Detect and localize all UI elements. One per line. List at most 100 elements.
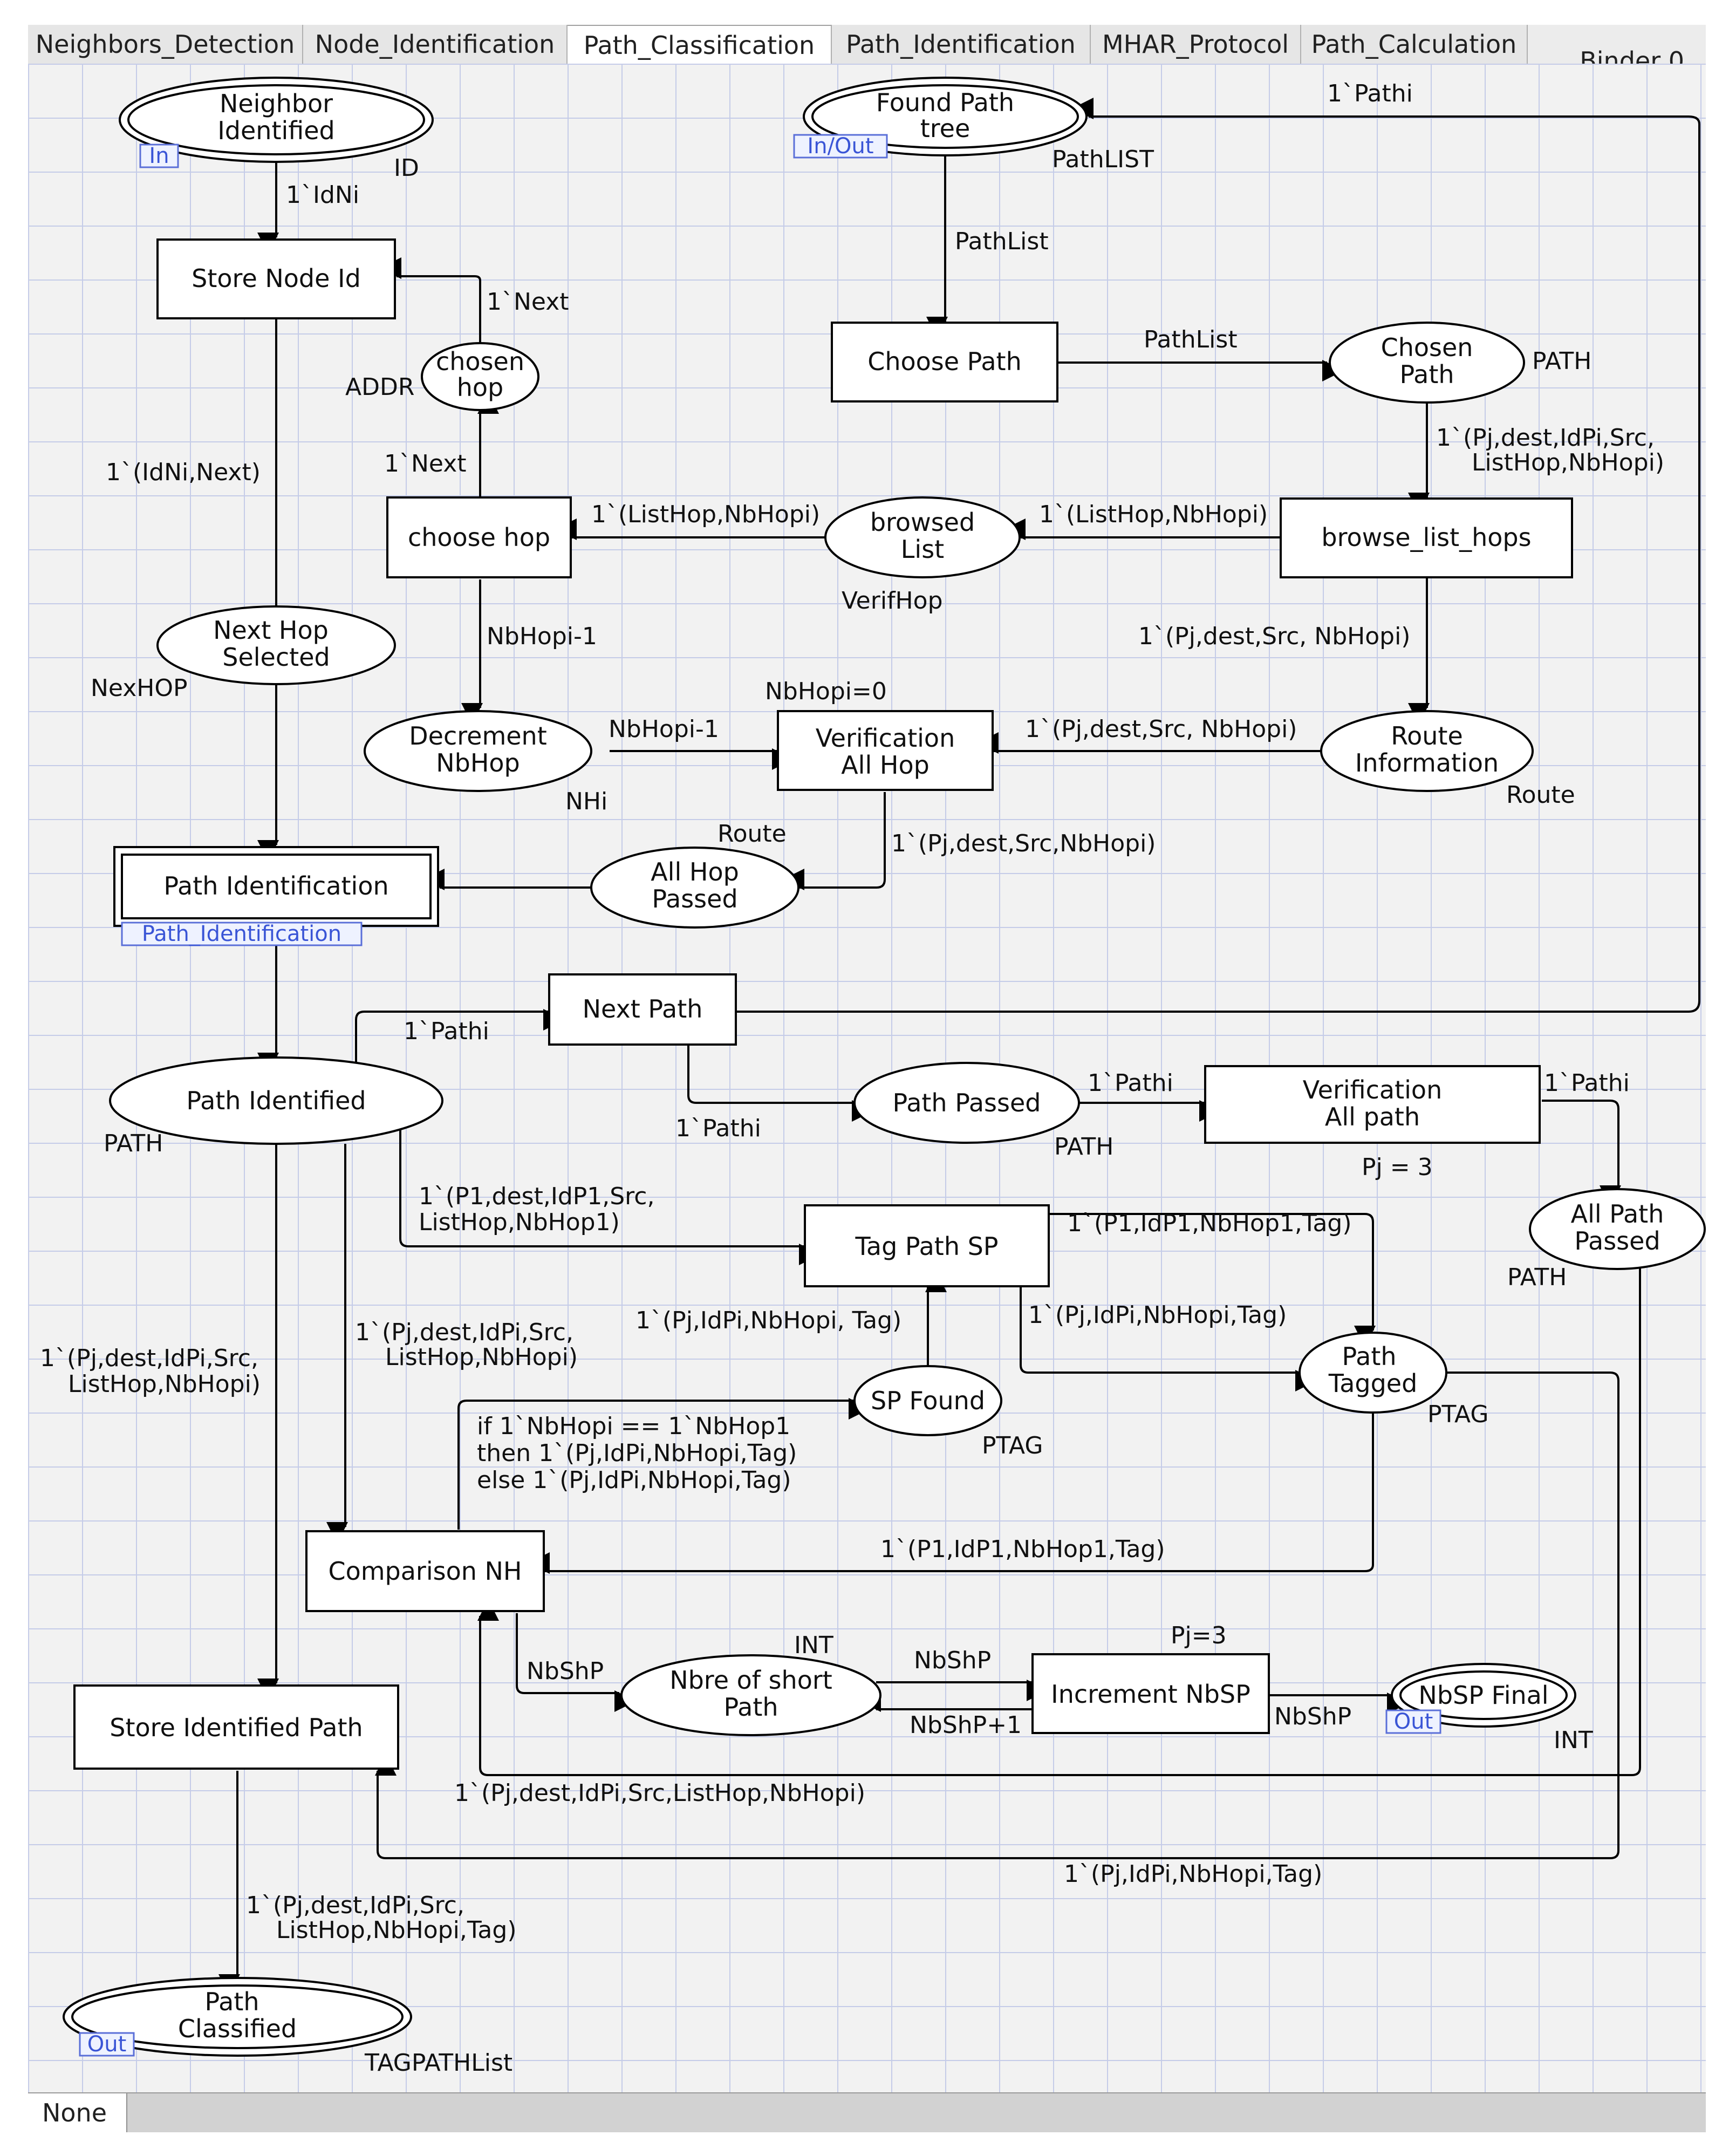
place-label-path-passed: Path Passed [893, 1088, 1041, 1117]
arc-tagsp-to-pathtagged-bottom [1020, 1287, 1317, 1391]
place-nbsp-final-inner [1399, 1670, 1568, 1720]
transition-next-path[interactable] [548, 973, 737, 1046]
colorset-tagpathlist: TAGPATHList [364, 2049, 512, 2077]
place-labels: Neighbor Identified Found Path tree chos… [178, 88, 1664, 2043]
arc-tagsp-to-pathtagged-top [1050, 1213, 1376, 1347]
transition-label-verification-all-hop-1: Verification [816, 724, 955, 753]
place-path-identified[interactable] [109, 1056, 443, 1145]
inscription-if-line-1: if 1`NbHopi == 1`NbHop1 [477, 1413, 790, 1440]
colorset-ptag-tagged: PTAG [1427, 1401, 1488, 1428]
transition-verification-all-path[interactable] [1204, 1065, 1541, 1144]
inscription-idni: 1`IdNi [286, 181, 359, 209]
transition-label-tag-path-sp: Tag Path SP [855, 1232, 998, 1261]
port-tag-nbsp-out: Out [1394, 1709, 1433, 1734]
transition-label-comparison-nh: Comparison NH [328, 1557, 522, 1586]
colorset-path-chosen: PATH [1532, 347, 1591, 375]
tab-path-identification[interactable]: Path_Identification [832, 25, 1091, 64]
place-label-chosen-path-2: Path [1399, 360, 1454, 389]
inscription-pathi-verif: 1`Pathi [1088, 1069, 1173, 1097]
page-tab-bar: Neighbors_Detection Node_Identification … [28, 25, 1706, 76]
arc-verifpath-to-allpath [1542, 1100, 1621, 1207]
transition-choose-hop[interactable] [386, 496, 572, 578]
place-chosen-hop[interactable] [421, 342, 539, 411]
place-label-all-hop-passed-1: All Hop [651, 857, 739, 886]
transition-label-next-path: Next Path [583, 994, 703, 1024]
place-next-hop-selected[interactable] [156, 605, 396, 685]
transition-path-identification[interactable] [113, 846, 439, 927]
tab-none[interactable]: None [28, 2093, 128, 2132]
port-tag-inout: In/Out [807, 134, 873, 159]
transition-choose-path[interactable] [831, 322, 1058, 402]
inscription-next-top: 1`Next [487, 288, 569, 316]
inscription-p1-dest-2: ListHop,NbHop1) [419, 1209, 620, 1236]
place-label-found-path-tree-2: tree [920, 114, 971, 143]
inscription-p1-dest-1: 1`(P1,dest,IdP1,Src, [419, 1183, 655, 1210]
transition-increment-nbsp[interactable] [1031, 1653, 1270, 1734]
port-tag-classified-out: Out [87, 2032, 127, 2057]
place-nbre-short-path[interactable] [620, 1654, 881, 1736]
place-chosen-path[interactable] [1329, 322, 1525, 404]
inscription-pj-dest-mid-2: ListHop,NbHopi) [385, 1343, 578, 1371]
colorset-pathlist: PathLIST [1052, 146, 1154, 173]
inscription-pathlist-1: PathList [955, 228, 1049, 255]
place-decrement-nbhop[interactable] [364, 710, 592, 792]
transition-browse-list-hops[interactable] [1280, 497, 1573, 578]
place-label-found-path-tree-1: Found Path [876, 88, 1014, 117]
place-path-tagged[interactable] [1299, 1332, 1447, 1414]
place-label-path-classified-1: Path [204, 1987, 259, 2016]
inscription-nbhopi-1-right: NbHopi-1 [609, 715, 719, 743]
place-label-path-identified: Path Identified [186, 1086, 366, 1115]
colorset-addr: ADDR [345, 373, 414, 401]
place-route-information[interactable] [1320, 710, 1534, 792]
transition-label-verification-all-hop-2: All Hop [841, 750, 930, 780]
transition-store-identified-path[interactable] [73, 1684, 399, 1770]
colorset-ptag-sp: PTAG [982, 1432, 1043, 1459]
arc-verifhop-to-allhop [783, 792, 886, 890]
place-label-browsed-list-2: List [901, 535, 944, 564]
transition-label-path-identification: Path Identification [163, 871, 388, 900]
place-sp-found[interactable] [853, 1365, 1002, 1436]
transition-store-node-id[interactable] [156, 238, 396, 319]
place-label-all-path-passed-2: Passed [1574, 1226, 1660, 1256]
place-browsed-list[interactable] [824, 496, 1021, 578]
colorset-nhi: NHi [565, 788, 607, 815]
place-label-route-information-1: Route [1391, 721, 1463, 750]
place-label-neighbor-identified-1: Neighbor [220, 89, 333, 118]
inscription-classified-1: 1`(Pj,dest,IdPi,Src, [246, 1892, 464, 1919]
place-label-path-tagged-2: Tagged [1328, 1369, 1418, 1398]
tab-neighbors-detection[interactable]: Neighbors_Detection [28, 25, 303, 64]
arcs [218, 98, 1700, 1996]
guard-verification-all-hop: NbHopi=0 [765, 678, 887, 705]
inscription-pathi-top: 1`Pathi [1327, 80, 1413, 107]
arc-allpath-to-comparison [477, 1268, 1641, 1776]
transition-comparison-nh[interactable] [305, 1530, 545, 1612]
place-all-hop-passed[interactable] [590, 847, 799, 929]
transition-tag-path-sp[interactable] [804, 1204, 1050, 1287]
arc-pathtagged-to-comparison [528, 1414, 1374, 1574]
transition-label-store-identified-path: Store Identified Path [110, 1713, 363, 1742]
place-label-browsed-list-1: browsed [870, 508, 975, 537]
tab-node-identification[interactable]: Node_Identification [303, 25, 568, 64]
transition-verification-all-hop[interactable] [777, 710, 994, 791]
place-label-decrement-nbhop-1: Decrement [409, 721, 547, 750]
transition-labels: Store Node Id Choose Path choose hop bro… [110, 264, 1531, 1742]
place-path-passed[interactable] [853, 1062, 1080, 1144]
place-label-path-classified-2: Classified [178, 2014, 297, 2043]
place-label-next-hop-selected-2: Selected [222, 643, 330, 672]
inscription-pj-dest-left-1: 1`(Pj,dest,IdPi,Src, [40, 1345, 258, 1372]
port-tag-inout-box [793, 134, 888, 159]
inscription-if-line-3: else 1`(Pj,IdPi,NbHopi,Tag) [477, 1466, 791, 1494]
arc-pathtagged-to-storeidentified [375, 1372, 1619, 1859]
tab-mhar-protocol[interactable]: MHAR_Protocol [1091, 25, 1301, 64]
port-tags: In In/Out Out Out Path_Identification [79, 134, 1441, 2057]
inscription-nbshp-right: NbShP [914, 1647, 991, 1674]
tab-path-classification[interactable]: Path_Classification [568, 25, 832, 64]
inscription-nbshp-final: NbShP [1274, 1703, 1351, 1730]
inscription-p1-tag-top: 1`(P1,IdP1,NbHop1,Tag) [1067, 1210, 1352, 1237]
colorset-path-allpath: PATH [1507, 1264, 1567, 1291]
arc-comparison-to-nbre [516, 1613, 636, 1712]
place-all-path-passed[interactable] [1529, 1188, 1706, 1270]
tab-path-calculation[interactable]: Path_Calculation [1301, 25, 1528, 64]
colorset-route-info: Route [1506, 781, 1575, 809]
